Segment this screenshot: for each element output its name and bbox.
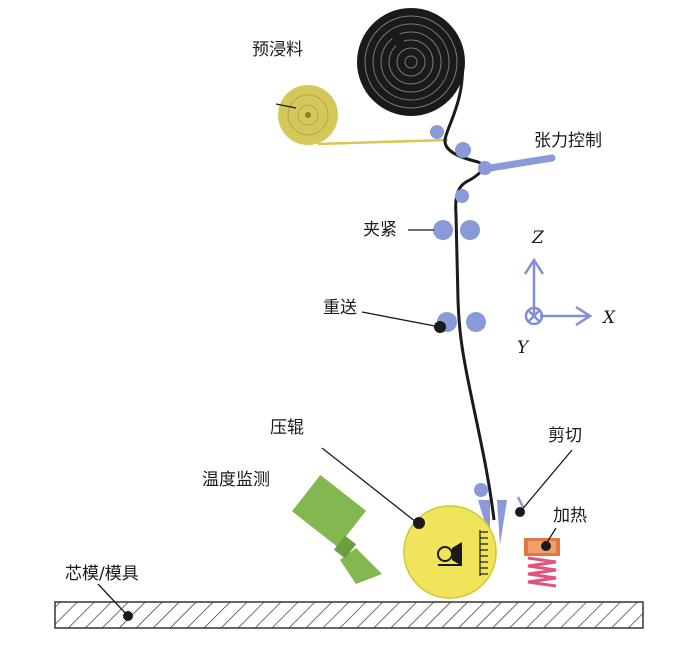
- axis-y-label: Y: [517, 338, 529, 358]
- tension-rollers: [430, 125, 556, 203]
- cut-label: 剪切: [548, 426, 582, 446]
- compaction-roller: [403, 505, 497, 599]
- heating-label: 加热: [553, 506, 587, 526]
- prepreg-tow: [443, 57, 496, 521]
- leader-dots: [123, 34, 551, 621]
- backing-bobbin: [278, 85, 449, 146]
- prepreg-spool: [357, 8, 465, 116]
- mandrel-block: [54, 601, 644, 629]
- refeed-label: 重送: [323, 298, 357, 318]
- coordinate-axes: [523, 257, 593, 327]
- temperature-monitor-label: 温度监测: [202, 470, 270, 490]
- tension-control-label: 张力控制: [534, 131, 602, 151]
- compaction-roller-label: 压辊: [270, 418, 304, 438]
- prepreg-label: 预浸料: [252, 40, 303, 60]
- mandrel-label: 芯模/模具: [65, 564, 139, 584]
- thermal-camera: [291, 475, 382, 584]
- axis-x-label: X: [603, 308, 616, 328]
- axis-z-label: Z: [532, 228, 544, 248]
- clamp-rollers: [433, 220, 480, 240]
- clamp-label: 夹紧: [363, 220, 397, 240]
